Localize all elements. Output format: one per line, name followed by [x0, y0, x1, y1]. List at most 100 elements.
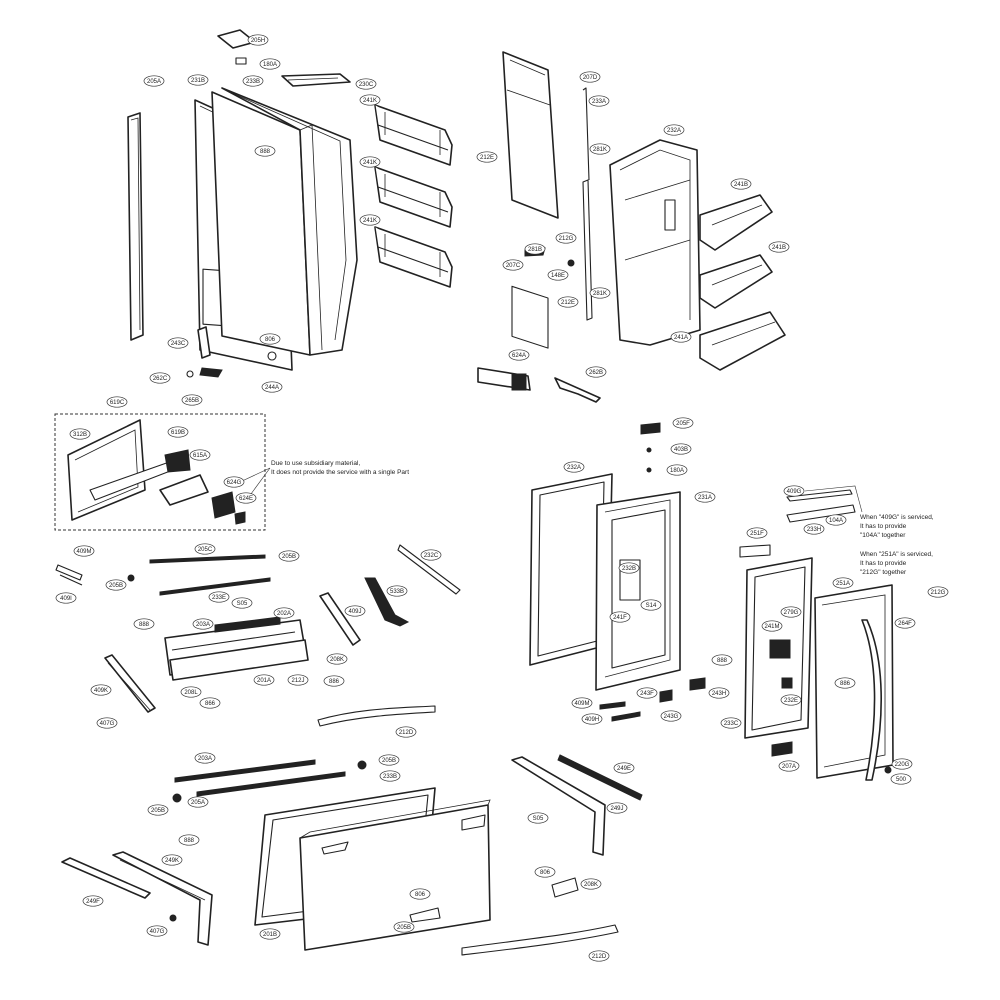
callout-text: 243C — [171, 341, 186, 347]
callout-text: 888 — [184, 838, 195, 844]
callout-886: 886 — [834, 677, 856, 689]
callout-text: 249F — [86, 899, 100, 905]
callout-text: 281B — [528, 247, 542, 253]
callout-text: 244A — [265, 385, 279, 391]
callout-text: 212G — [559, 236, 574, 242]
callout-text: 230C — [359, 82, 374, 88]
note-subsidiary-line2: It does not provide the service with a s… — [271, 469, 409, 476]
callout-oval — [778, 760, 800, 772]
callout-text: 231A — [698, 495, 712, 501]
note-subsidiary-line1: Due to use subsidiary material, — [271, 460, 360, 467]
callout-text: 205H — [251, 38, 265, 44]
callout-205b: 205B — [278, 550, 300, 562]
callout-text: S05 — [533, 816, 544, 822]
callout-text: 281K — [593, 147, 607, 153]
callout-409m: 409M — [73, 545, 95, 557]
note-251a-line3: "212G" together — [860, 569, 907, 576]
callout-text: S14 — [646, 603, 657, 609]
callout-249e: 249E — [613, 762, 635, 774]
callout-text: 533B — [390, 589, 404, 595]
callout-619b: 619B — [167, 426, 189, 438]
callout-207c: 207C — [502, 259, 524, 271]
callout-205b: 205B — [378, 754, 400, 766]
callout-208l: 208L — [180, 686, 202, 698]
callout-403b: 403B — [670, 443, 692, 455]
callout-text: 241B — [734, 182, 748, 188]
callout-205a: 205A — [143, 75, 165, 87]
callout-oval — [580, 878, 602, 890]
callout-oval — [803, 523, 825, 535]
callout-text: 409H — [585, 717, 599, 723]
callout-text: 251F — [750, 531, 764, 537]
callout-text: 624E — [239, 496, 253, 502]
callout-233a: 233A — [588, 95, 610, 107]
callout-oval — [825, 514, 847, 526]
callout-oval — [189, 449, 211, 461]
callout-oval — [96, 717, 118, 729]
callout-409j: 409J — [344, 605, 366, 617]
callout-201a: 201A — [253, 674, 275, 686]
callout-241k: 241K — [359, 94, 381, 106]
callout-232b: 232B — [618, 562, 640, 574]
callout-text: 205F — [676, 421, 690, 427]
callout-s05: S05 — [527, 812, 549, 824]
callout-212d: 212D — [588, 950, 610, 962]
callout-249f: 249F — [82, 895, 104, 907]
callout-text: 407G — [150, 929, 165, 935]
callout-265b: 265B — [181, 394, 203, 406]
callout-text: 212D — [592, 954, 607, 960]
callout-oval — [344, 605, 366, 617]
callout-text: 409M — [574, 701, 589, 707]
callout-oval — [105, 579, 127, 591]
callout-text: S05 — [237, 601, 248, 607]
callout-text: 180A — [263, 62, 277, 68]
callout-888: 888 — [711, 654, 733, 666]
callout-text: 866 — [205, 701, 216, 707]
callout-text: 262C — [153, 376, 168, 382]
note-251a-line2: It has to provide — [860, 560, 907, 567]
callout-text: 409G — [787, 489, 802, 495]
callout-oval — [927, 586, 949, 598]
callout-624g: 624G — [223, 476, 245, 488]
callout-230c: 230C — [355, 78, 377, 90]
callout-281b: 281B — [524, 243, 546, 255]
callout-281k: 281K — [589, 287, 611, 299]
callout-oval — [178, 834, 200, 846]
callout-oval — [618, 562, 640, 574]
callout-oval — [379, 770, 401, 782]
callout-text: 403B — [674, 447, 688, 453]
note-251a-line1: When "251A" is serviced, — [860, 551, 933, 558]
callout-text: 241K — [363, 98, 377, 104]
callout-oval — [711, 654, 733, 666]
callout-text: 205A — [147, 79, 161, 85]
callout-806: 806 — [534, 866, 556, 878]
callout-oval — [547, 269, 569, 281]
callout-249j: 249J — [606, 802, 628, 814]
callout-text: 233B — [246, 79, 260, 85]
callout-s05: S05 — [231, 597, 253, 609]
callout-212g: 212G — [555, 232, 577, 244]
callout-oval — [386, 585, 408, 597]
callout-text: 619B — [171, 430, 185, 436]
callout-231b: 231B — [187, 74, 209, 86]
callout-text: 201B — [263, 932, 277, 938]
callout-180a: 180A — [666, 464, 688, 476]
callout-oval — [259, 928, 281, 940]
callout-oval — [588, 950, 610, 962]
callout-407g: 407G — [146, 925, 168, 937]
callout-oval — [253, 674, 275, 686]
callout-text: 207D — [583, 75, 598, 81]
callout-text: 208L — [184, 690, 198, 696]
callout-oval — [588, 95, 610, 107]
callout-text: 249K — [165, 858, 179, 864]
callout-oval — [359, 156, 381, 168]
note-409g-line3: "104A" together — [860, 532, 906, 539]
callout-oval — [69, 428, 91, 440]
callout-205h: 205H — [247, 34, 269, 46]
callout-oval — [55, 592, 77, 604]
callout-oval — [666, 464, 688, 476]
callout-279g: 279G — [780, 606, 802, 618]
callout-615a: 615A — [189, 449, 211, 461]
callout-oval — [143, 75, 165, 87]
callout-212g: 212G — [927, 586, 949, 598]
